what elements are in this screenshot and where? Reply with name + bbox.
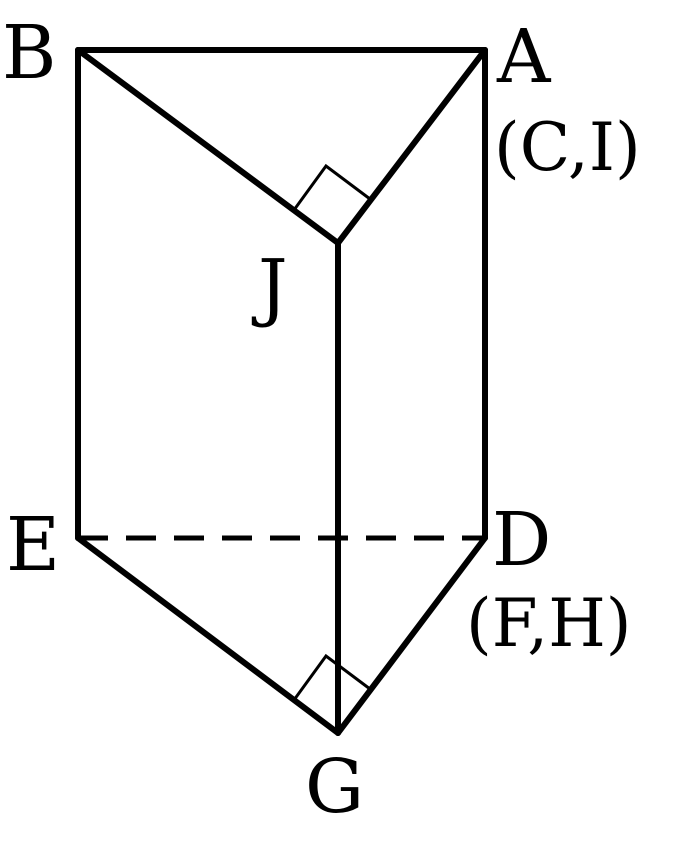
vertex-label-b: B (2, 10, 56, 96)
edge-e-g (75, 535, 341, 736)
vertex-label-j: J (251, 244, 288, 330)
vertex-label-d-coincident: (F,H) (466, 585, 632, 662)
right-angle-marker-j (292, 163, 371, 211)
right-angle-marker-g (292, 653, 371, 701)
edge-a-j (335, 47, 488, 246)
vertex-label-a-coincident: (C,I) (494, 109, 641, 186)
edge-d-g (335, 535, 488, 736)
vertex-label-g: G (305, 744, 364, 830)
edge-b-j (75, 47, 341, 246)
vertex-label-e: E (6, 502, 60, 588)
vertex-label-a: A (496, 14, 552, 100)
vertex-label-d: D (492, 497, 551, 583)
